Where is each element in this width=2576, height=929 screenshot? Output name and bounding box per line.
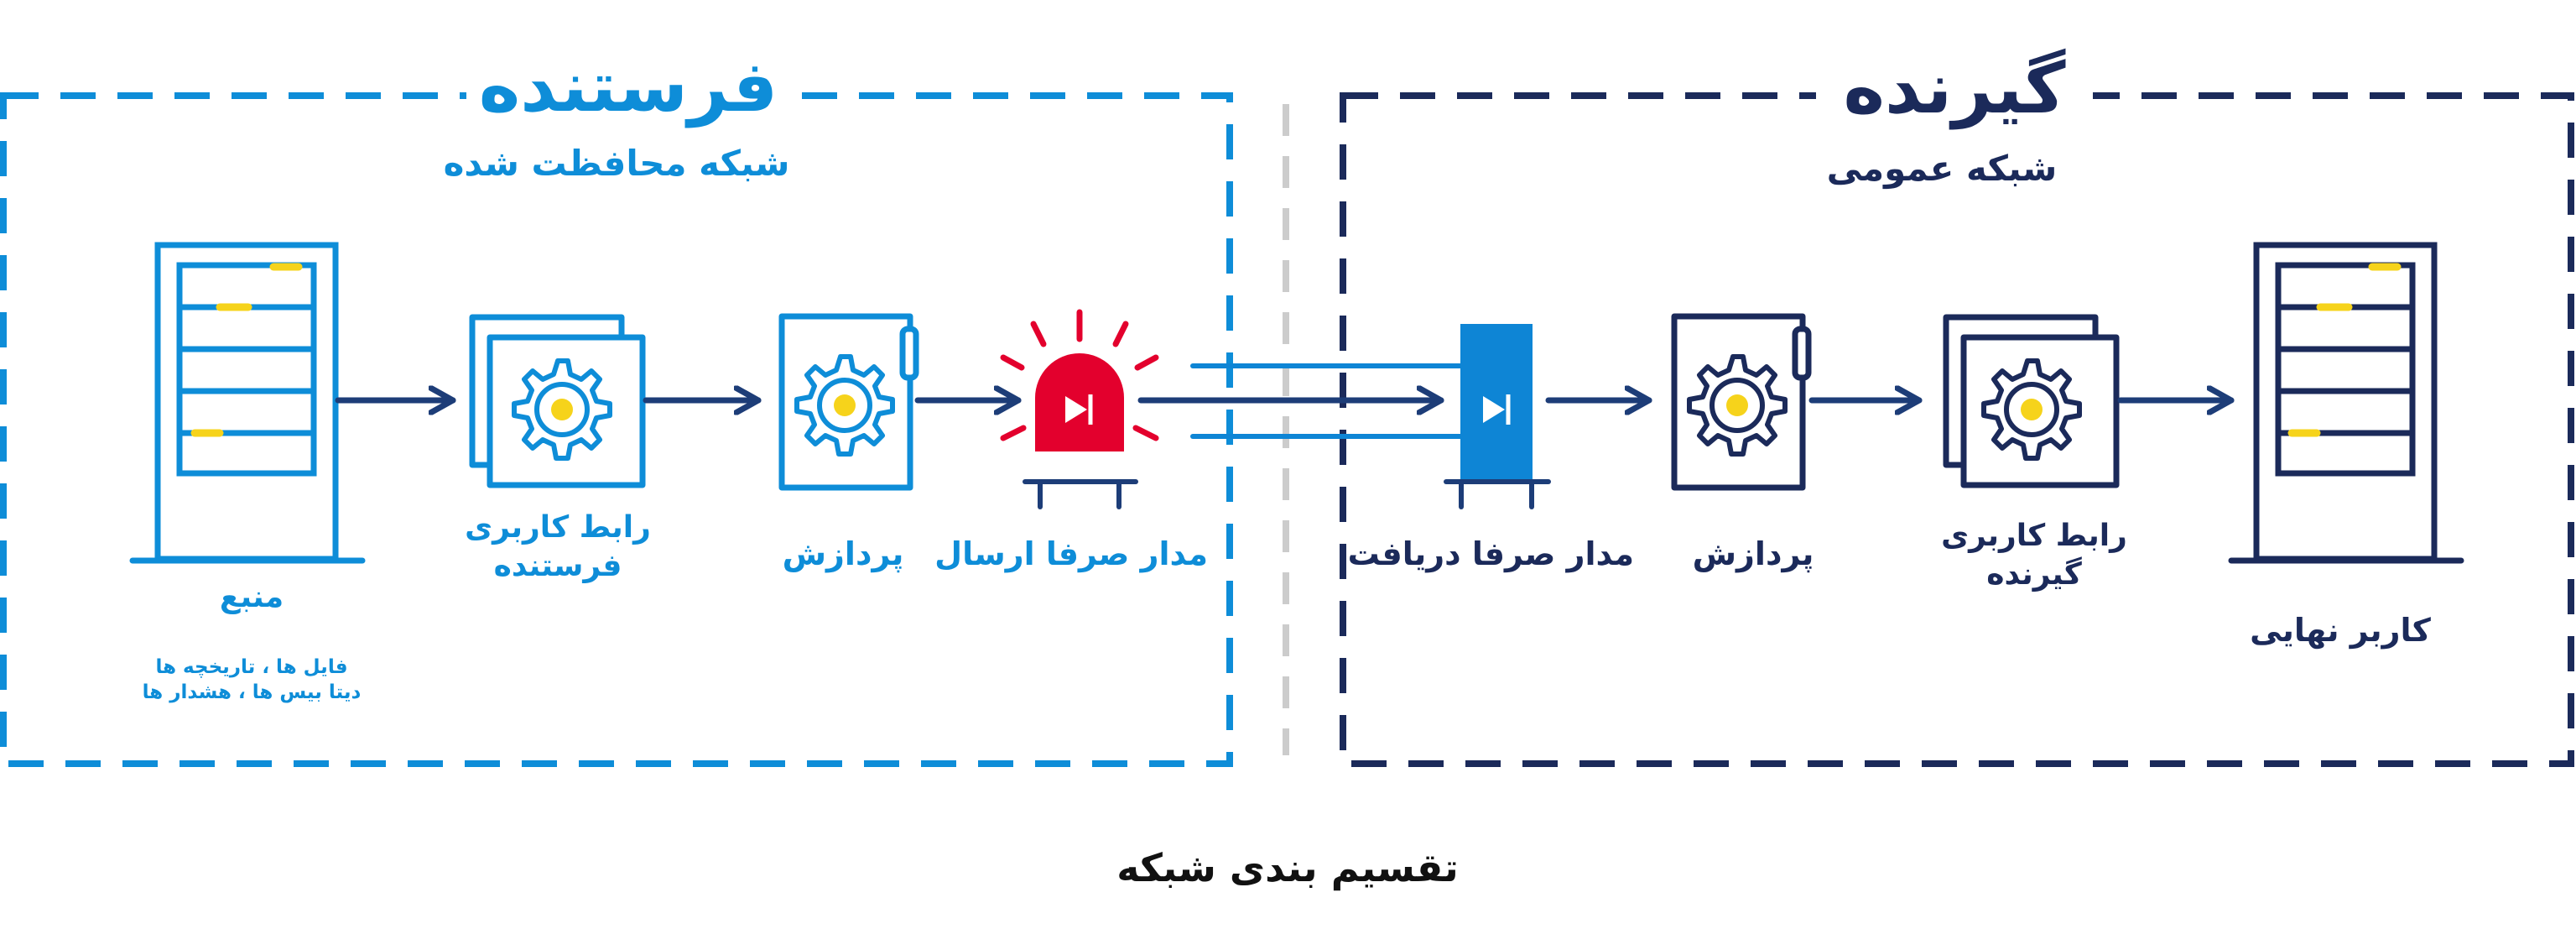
sender-processing-label: پردازش [782,535,904,572]
sender-zone-title: فرستنده [478,45,778,128]
source-label: منبع [219,580,284,614]
gear-document-icon [778,313,919,491]
diode-block-icon [1444,324,1551,509]
gear-document-icon [1671,313,1812,491]
gear-icon [512,358,612,461]
receive-only-diode-label: مدار صرفا دریافت [1347,535,1634,572]
sender-interface-label-line1: رابط کاربری [465,510,651,545]
end-user-label: کاربر نهایی [2250,612,2431,649]
receiver-zone-subtitle: شبکه عمومی [1826,148,2058,189]
gear-icon [1981,358,2082,461]
receiver-interface-label-line1: رابط کاربری [1941,519,2127,553]
sender-interface-label-line2: فرستنده [493,549,622,583]
receiver-interface-label-line2: گیرنده [1986,557,2082,592]
receiver-zone-box [1340,50,2574,767]
source-note-line2: دیتا بیس ها ، هشدار ها [142,681,362,703]
server-rack-icon [129,242,366,564]
gear-icon [1687,354,1788,457]
diagram-caption: تقسیم بندی شبکه [1116,845,1459,890]
gear-icon [794,354,895,457]
sender-zone-box [0,50,1233,767]
receiver-processing-label: پردازش [1692,535,1814,572]
send-only-diode-label: مدار صرفا ارسال [934,535,1208,572]
server-rack-icon [2228,242,2464,564]
receiver-zone-title: گیرنده [1843,47,2066,129]
source-note-line1: فایل ها ، تاریخچه ها [155,656,348,678]
sender-zone-subtitle: شبکه محافظت شده [443,143,790,184]
alarm-diode-icon [1000,309,1159,509]
data-stream-lines [1190,363,1463,439]
